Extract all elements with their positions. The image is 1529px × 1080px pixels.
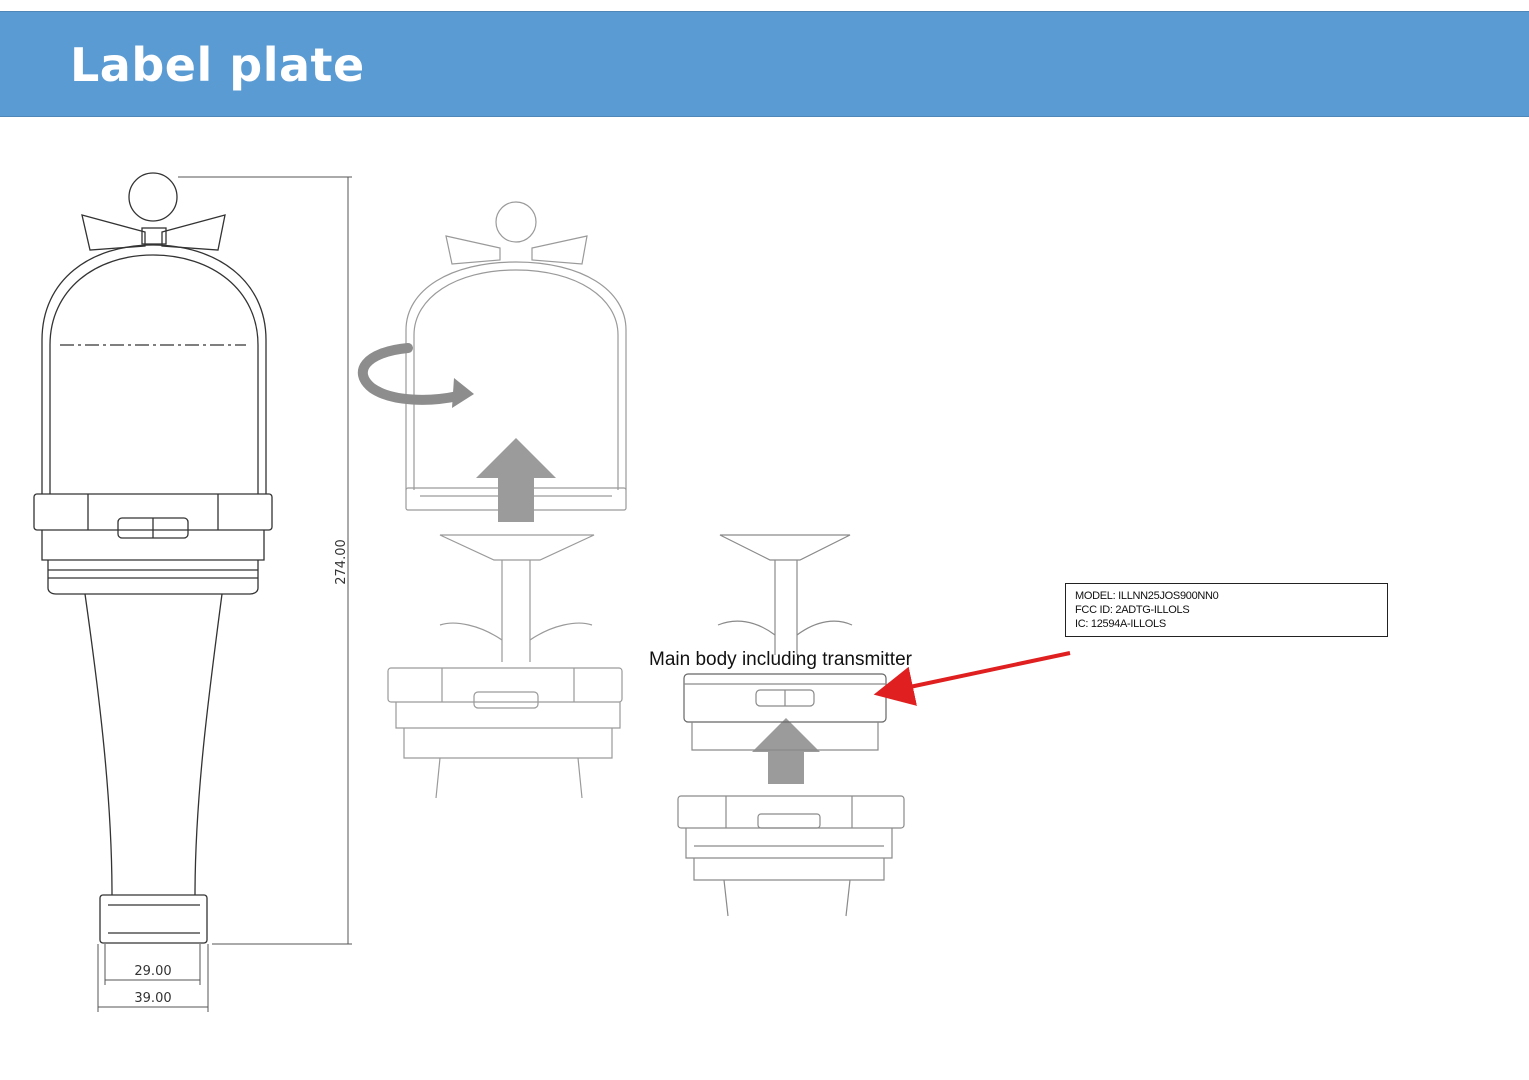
bow-right-shape — [161, 214, 226, 251]
label-plate-box: MODEL: ILLNN25JOS900NN0 FCC ID: 2ADTG-IL… — [1065, 583, 1388, 637]
main-body-callout: Main body including transmitter — [649, 649, 912, 670]
red-pointer-arrow-icon — [873, 651, 1071, 706]
curved-rotate-arrow-icon — [357, 343, 474, 408]
product-elevation-drawing — [33, 172, 273, 944]
label-model-line: MODEL: ILLNN25JOS900NN0 — [1075, 590, 1219, 602]
outer-width-dimension-label: 39.00 — [134, 991, 171, 1006]
knob-shape — [128, 172, 178, 222]
dome-shape — [41, 244, 267, 494]
label-ic-line: IC: 12594A-ILLOLS — [1075, 618, 1166, 630]
main-body-drawing — [683, 534, 887, 751]
height-dimension-label: 274.00 — [334, 539, 349, 585]
handle-shape — [84, 593, 223, 896]
base-drawing — [677, 795, 905, 917]
exploded-view-drawing — [387, 201, 627, 799]
slide-title: Label plate — [70, 38, 365, 92]
label-fcc-line: FCC ID: 2ADTG-ILLOLS — [1075, 604, 1190, 616]
bow-left-shape — [81, 214, 146, 251]
foot-shape — [99, 894, 208, 944]
up-arrow-icon-2 — [752, 718, 820, 784]
dimension-lines — [97, 176, 352, 1012]
title-bar: Label plate — [0, 11, 1529, 117]
inner-width-dimension-label: 29.00 — [134, 964, 171, 979]
base-shape — [41, 530, 265, 561]
up-arrow-icon — [476, 438, 556, 522]
